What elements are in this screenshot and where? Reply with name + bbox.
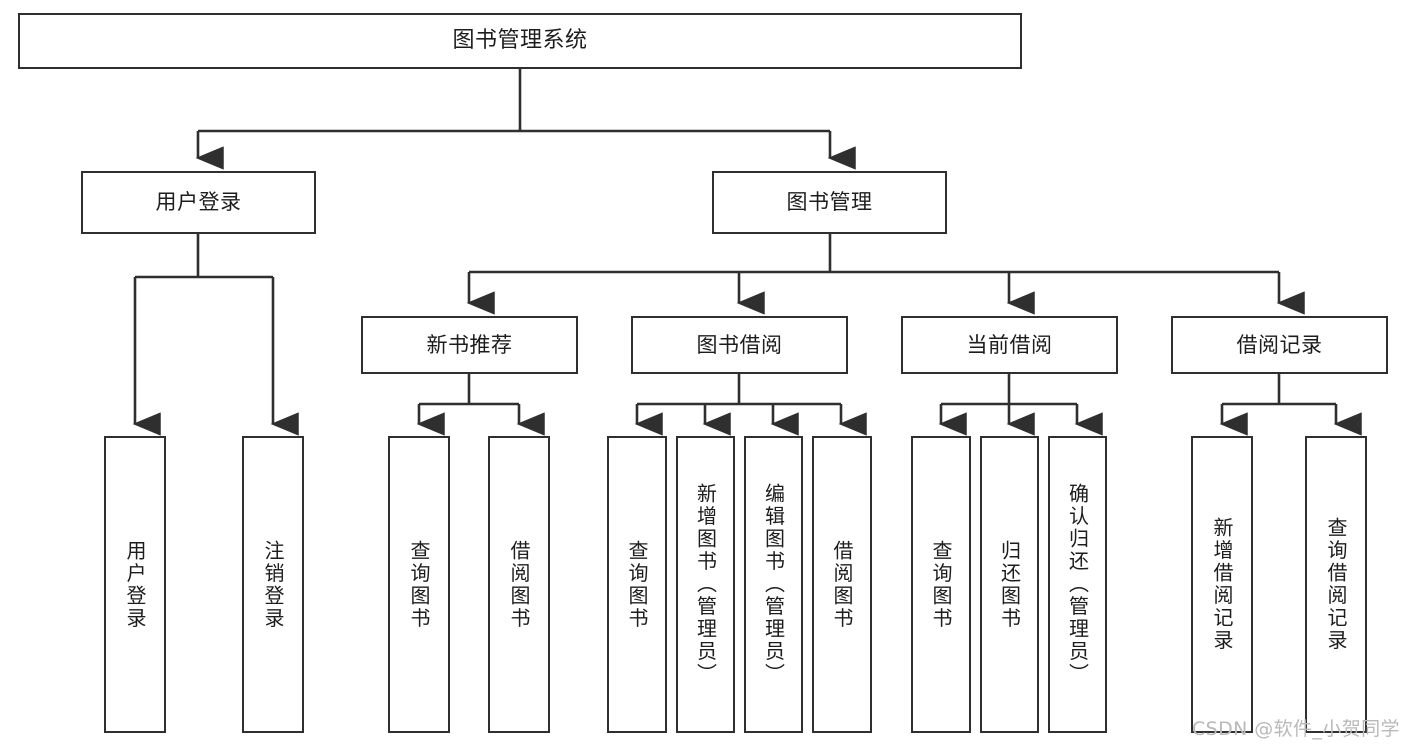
node-current-borrow[interactable]: 当前借阅: [901, 316, 1118, 374]
node-label: 新增图书（管理员）: [693, 483, 718, 686]
node-book-management[interactable]: 图书管理: [712, 171, 947, 234]
node-book-borrow[interactable]: 图书借阅: [631, 316, 848, 374]
leaf-recommend-query-book[interactable]: 查询图书: [388, 436, 450, 733]
node-label: 编辑图书（管理员）: [761, 483, 786, 686]
leaf-user-login[interactable]: 用户登录: [104, 436, 166, 733]
leaf-current-query-book[interactable]: 查询图书: [911, 436, 971, 733]
node-label: 用户登录: [155, 190, 242, 215]
node-label: 图书借阅: [696, 332, 783, 357]
node-label: 借阅图书: [830, 539, 854, 630]
csdn-watermark: CSDN @软件_小贺同学: [1192, 718, 1400, 740]
node-label: 确认归还（管理员）: [1065, 483, 1090, 686]
leaf-record-add-record[interactable]: 新增借阅记录: [1191, 436, 1253, 733]
leaf-record-query-record[interactable]: 查询借阅记录: [1305, 436, 1367, 733]
node-label: 查询图书: [929, 539, 953, 630]
node-user-login[interactable]: 用户登录: [81, 171, 316, 234]
node-new-book-recommend[interactable]: 新书推荐: [361, 316, 578, 374]
node-root-system[interactable]: 图书管理系统: [18, 13, 1022, 69]
node-label: 查询图书: [407, 539, 431, 630]
leaf-current-return-book[interactable]: 归还图书: [980, 436, 1039, 733]
leaf-recommend-borrow-book[interactable]: 借阅图书: [488, 436, 550, 733]
node-label: 用户登录: [123, 539, 147, 630]
node-label: 图书管理系统: [452, 28, 588, 54]
node-label: 查询图书: [625, 539, 649, 630]
node-label: 新增借阅记录: [1210, 517, 1234, 652]
leaf-user-logout[interactable]: 注销登录: [242, 436, 304, 733]
node-label: 注销登录: [261, 539, 285, 630]
node-label: 新书推荐: [426, 332, 513, 357]
node-label: 借阅图书: [507, 539, 531, 630]
node-label: 当前借阅: [966, 332, 1053, 357]
leaf-borrow-borrow-book[interactable]: 借阅图书: [812, 436, 872, 733]
leaf-borrow-add-book-admin[interactable]: 新增图书（管理员）: [676, 436, 735, 733]
leaf-borrow-query-book[interactable]: 查询图书: [607, 436, 667, 733]
node-label: 图书管理: [786, 190, 873, 215]
leaf-current-confirm-return-admin[interactable]: 确认归还（管理员）: [1048, 436, 1107, 733]
leaf-borrow-edit-book-admin[interactable]: 编辑图书（管理员）: [744, 436, 803, 733]
node-label: 借阅记录: [1236, 332, 1323, 357]
node-label: 查询借阅记录: [1324, 517, 1348, 652]
node-borrow-record[interactable]: 借阅记录: [1171, 316, 1388, 374]
node-label: 归还图书: [997, 539, 1022, 630]
